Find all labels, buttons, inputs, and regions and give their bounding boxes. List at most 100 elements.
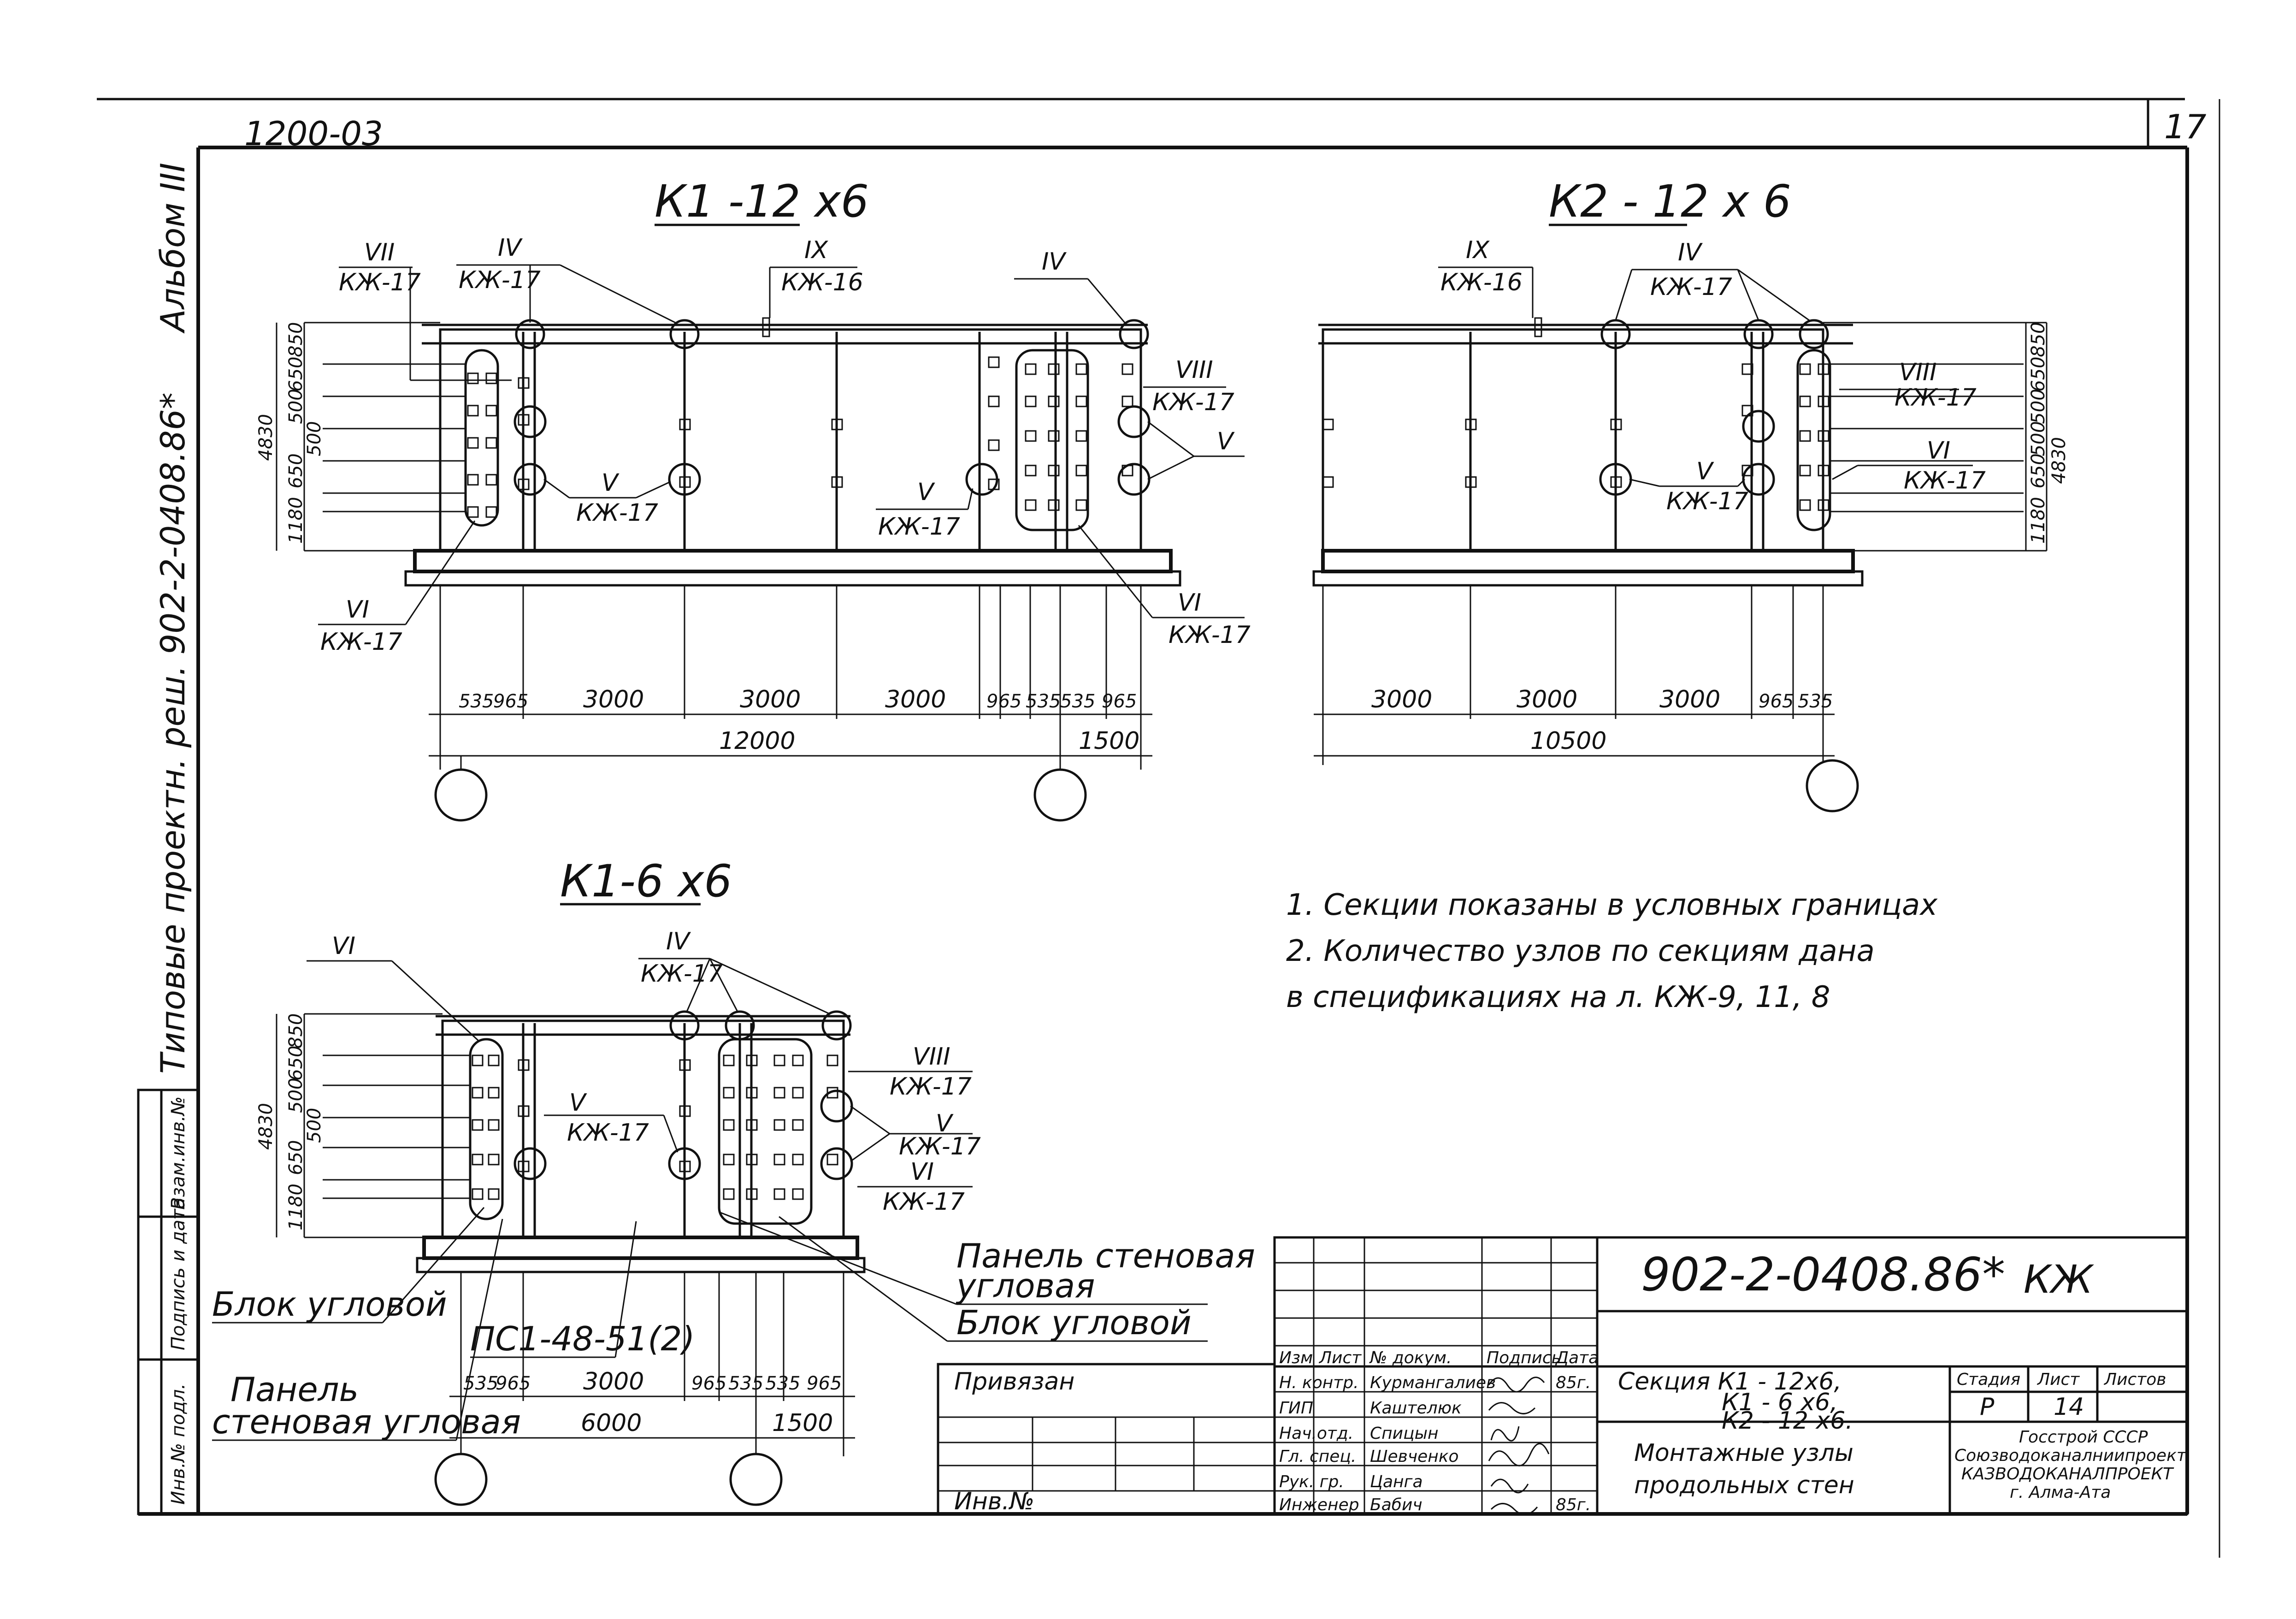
k1-12-callout-num: V bbox=[917, 478, 935, 506]
axis-bubble bbox=[434, 1453, 488, 1506]
drawing-k1-12x6: К1 -12 х6 bbox=[255, 176, 1251, 822]
k2-callout-ref: КЖ-16 bbox=[1440, 269, 1523, 296]
margin-project-ref: Типовые проектн. реш. 902-2-0408.86* bbox=[153, 393, 192, 1074]
k1-12-callout-num: VI bbox=[1178, 589, 1201, 617]
tb-date: 85г. bbox=[1556, 1495, 1591, 1514]
k1-12-callout-num: IX bbox=[804, 236, 828, 264]
k2-callout-ref: КЖ-17 bbox=[1895, 384, 1977, 412]
k1-12-vdim-5: 650 bbox=[285, 453, 307, 489]
k1-12-hdim-5: 3000 bbox=[885, 686, 946, 713]
k1-6-vtotal: 4830 bbox=[255, 1103, 277, 1150]
k1-6-vdim-2: 650 bbox=[285, 1046, 307, 1081]
k1-12-vdim-1: 850 bbox=[285, 322, 307, 357]
k2-callout-num: IV bbox=[1678, 239, 1703, 266]
title-code: 902-2-0408.86* bbox=[1641, 1248, 2005, 1301]
k2-vdim-2: 650 bbox=[2028, 357, 2049, 392]
k1-6-callout-num: V bbox=[569, 1089, 587, 1117]
general-notes: 1. Секции показаны в условных границах 2… bbox=[1286, 888, 1938, 1014]
label-block-corner-right: Блок угловой bbox=[956, 1303, 1192, 1342]
k1-12-callout-ref: КЖ-17 bbox=[1152, 389, 1234, 416]
k1-12-callout-num: V bbox=[1217, 428, 1235, 455]
inv-no-label: Инв.№ bbox=[954, 1488, 1034, 1515]
sheets-header: Листов bbox=[2103, 1370, 2166, 1389]
k1-6-callout-ref: КЖ-17 bbox=[899, 1133, 981, 1160]
k1-6-hdim-6: 535 bbox=[765, 1373, 800, 1394]
stamp-inv-podl: Инв.№ подл. bbox=[168, 1384, 189, 1505]
k1-12-extra: 1500 bbox=[1079, 727, 1139, 755]
k1-6-hdim-2: 965 bbox=[496, 1373, 531, 1394]
k1-6-callout-ref: КЖ-17 bbox=[883, 1188, 965, 1216]
stamp-vzam-inv: Взам.инв.№ bbox=[168, 1096, 189, 1210]
k1-6-callout-num: IV bbox=[666, 928, 691, 955]
axis-bubble bbox=[434, 768, 488, 822]
k1-12x6-title: К1 -12 х6 bbox=[655, 176, 869, 227]
label-panel-right-1: Панель стеновая bbox=[956, 1236, 1255, 1275]
k1-12-hdim-1: 535 bbox=[459, 691, 494, 712]
k1-12-callout-ref: КЖ-17 bbox=[320, 628, 402, 656]
stage-header: Стадия bbox=[1957, 1370, 2020, 1389]
k1-6-callout-ref: КЖ-17 bbox=[890, 1073, 972, 1101]
k1-12-callout-num: VII bbox=[364, 239, 395, 266]
k2-overall: 10500 bbox=[1530, 727, 1606, 755]
org-line-2: Союзводоканалниипроект bbox=[1954, 1446, 2187, 1465]
k1-12-vdim-4: 500 bbox=[304, 421, 325, 456]
tb-header-sign: Подпись bbox=[1487, 1348, 1561, 1367]
sheet-number: 17 bbox=[2164, 107, 2207, 146]
k1-12-callout-ref: КЖ-17 bbox=[1169, 621, 1251, 649]
signatures bbox=[1488, 1377, 1550, 1515]
k1-6-overall: 6000 bbox=[581, 1409, 642, 1437]
k1-12-callout-num: VI bbox=[346, 596, 369, 624]
k1-12-callout-num: IV bbox=[1042, 248, 1067, 276]
k1-6-vdim-3: 500 bbox=[285, 1078, 307, 1113]
k2-vdim-1: 850 bbox=[2028, 322, 2049, 357]
k2-callout-num: VI bbox=[1927, 437, 1950, 465]
axis-bubble bbox=[729, 1453, 783, 1506]
description-line-2: продольных стен bbox=[1634, 1472, 1854, 1499]
note-1: 1. Секции показаны в условных границах bbox=[1286, 888, 1938, 922]
left-stamp bbox=[137, 1089, 200, 1515]
section-line-3: К2 - 12 х6. bbox=[1722, 1407, 1853, 1435]
k1-12-hdim-9: 965 bbox=[1102, 691, 1137, 712]
k2-callout-ref: КЖ-17 bbox=[1904, 467, 1986, 495]
tb-date: 85г. bbox=[1556, 1373, 1591, 1392]
tb-name: Цанга bbox=[1370, 1472, 1423, 1491]
k1-12-callout-num: IV bbox=[498, 234, 523, 262]
k2-hdim-4: 965 bbox=[1759, 691, 1794, 712]
tb-header-list: Лист bbox=[1318, 1348, 1362, 1367]
k1-6-callout-num: VI bbox=[332, 932, 355, 960]
k1-12-vdim-6: 1180 bbox=[285, 497, 307, 544]
k1-6-vdim-5: 650 bbox=[285, 1140, 307, 1175]
k1-12-hdim-4: 3000 bbox=[740, 686, 801, 713]
privyazan-label: Привязан bbox=[954, 1368, 1074, 1395]
org-line-3: КАЗВОДОКАНАЛПРОЕКТ bbox=[1961, 1465, 2174, 1484]
title-block bbox=[937, 1236, 2189, 1515]
k2-callout-num: V bbox=[1696, 458, 1714, 485]
axis-bubble bbox=[1033, 768, 1087, 822]
k1-12-callout-ref: КЖ-17 bbox=[878, 513, 960, 541]
k2-hdim-1: 3000 bbox=[1371, 686, 1432, 713]
k1-6-callout-ref: КЖ-17 bbox=[567, 1119, 649, 1147]
k1-6x6-title: К1-6 х6 bbox=[560, 855, 732, 907]
tb-header-date: Дата bbox=[1555, 1348, 1599, 1367]
k1-12-callout-ref: КЖ-17 bbox=[576, 499, 658, 527]
k1-12-callout-ref: КЖ-17 bbox=[339, 269, 421, 296]
k2-vdim-5: 650 bbox=[2028, 453, 2049, 489]
note-3: в спецификациях на л. КЖ-9, 11, 8 bbox=[1286, 980, 1830, 1014]
k2-callout-num: VIII bbox=[1899, 359, 1937, 386]
axis-bubble bbox=[1806, 759, 1859, 812]
k2-vdim-4: 500 bbox=[2028, 421, 2049, 456]
note-2: 2. Количество узлов по секциям дана bbox=[1286, 934, 1875, 968]
label-panel-right-2: угловая bbox=[956, 1266, 1095, 1305]
tb-role: Нач.отд. bbox=[1279, 1424, 1353, 1443]
k1-6-hdim-7: 965 bbox=[807, 1373, 842, 1394]
k2-vtotal: 4830 bbox=[2048, 437, 2070, 484]
k1-12-overall: 12000 bbox=[719, 727, 795, 755]
k1-12-callout-ref: КЖ-16 bbox=[781, 269, 863, 296]
k1-6-callout-ref: КЖ-17 bbox=[641, 960, 723, 988]
description-line-1: Монтажные узлы bbox=[1634, 1439, 1853, 1467]
label-panel-left-1: Панель bbox=[230, 1370, 359, 1409]
top-code: 1200-03 bbox=[244, 114, 383, 153]
margin-album: Альбом III bbox=[153, 163, 192, 334]
tb-header-izm: Изм bbox=[1279, 1348, 1313, 1367]
